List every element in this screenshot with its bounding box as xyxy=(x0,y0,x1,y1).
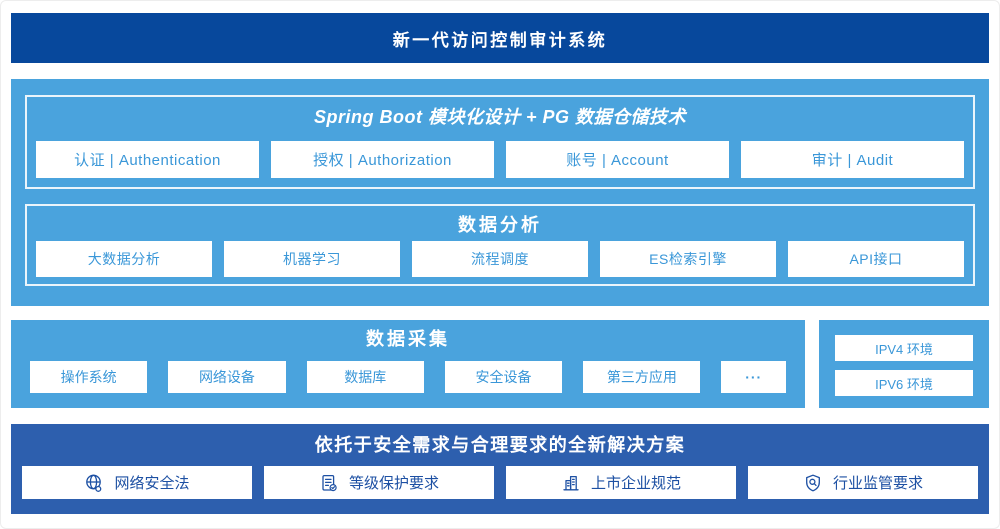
spring-boot-module-row: 认证 | Authentication 授权 | Authorization 账… xyxy=(36,141,964,178)
module-audit: 审计 | Audit xyxy=(741,141,964,178)
solution-item-label: 行业监管要求 xyxy=(832,475,923,492)
data-analysis-layer-title: 数据分析 xyxy=(458,215,542,235)
module-process-scheduling: 流程调度 xyxy=(412,241,588,277)
env-ipv4: IPV4 环境 xyxy=(835,335,973,361)
module-bigdata-analysis: 大数据分析 xyxy=(36,241,212,277)
solution-section: 依托于安全需求与合理要求的全新解决方案 网络安全法 xyxy=(11,424,989,514)
data-collection-panel: 数据采集 操作系统 网络设备 数据库 安全设备 第三方应用 ··· xyxy=(11,320,805,408)
solution-item-industry-regulation: 行业监管要求 xyxy=(748,466,978,499)
document-check-icon xyxy=(319,473,339,493)
source-network-device: 网络设备 xyxy=(168,361,286,393)
source-operating-system: 操作系统 xyxy=(30,361,148,393)
system-title-banner: 新一代访问控制审计系统 xyxy=(11,13,989,63)
solution-item-cybersecurity-law: 网络安全法 xyxy=(22,466,252,499)
module-machine-learning: 机器学习 xyxy=(224,241,400,277)
source-database: 数据库 xyxy=(306,361,424,393)
solution-title: 依托于安全需求与合理要求的全新解决方案 xyxy=(314,435,686,455)
data-collection-row: 数据采集 操作系统 网络设备 数据库 安全设备 第三方应用 ··· IPV4 环… xyxy=(11,320,989,408)
spring-boot-layer-title: Spring Boot 模块化设计 + PG 数据仓储技术 xyxy=(313,107,686,127)
module-es-search-engine: ES检索引擎 xyxy=(600,241,776,277)
module-authentication: 认证 | Authentication xyxy=(36,141,259,178)
module-authorization: 授权 | Authorization xyxy=(271,141,494,178)
shield-search-icon xyxy=(803,473,823,493)
solution-item-listed-company: 上市企业规范 xyxy=(506,466,736,499)
solution-item-label: 网络安全法 xyxy=(114,475,190,492)
data-analysis-layer: 数据分析 大数据分析 机器学习 流程调度 ES检索引擎 API接口 xyxy=(25,204,975,286)
solution-item-classified-protection: 等级保护要求 xyxy=(264,466,494,499)
solution-item-label: 等级保护要求 xyxy=(348,475,439,492)
data-source-row: 操作系统 网络设备 数据库 安全设备 第三方应用 ··· xyxy=(30,361,786,393)
solution-item-label: 上市企业规范 xyxy=(590,475,681,492)
source-more-ellipsis: ··· xyxy=(721,361,786,393)
building-icon xyxy=(561,473,581,493)
data-analysis-module-row: 大数据分析 机器学习 流程调度 ES检索引擎 API接口 xyxy=(36,241,964,277)
solution-row: 网络安全法 等级保护要求 xyxy=(22,466,978,499)
module-account: 账号 | Account xyxy=(506,141,729,178)
network-environment-panel: IPV4 环境 IPV6 环境 xyxy=(819,320,989,408)
data-collection-title: 数据采集 xyxy=(366,329,450,349)
globe-icon xyxy=(84,473,104,493)
module-api-interface: API接口 xyxy=(788,241,964,277)
source-third-party-app: 第三方应用 xyxy=(583,361,701,393)
platform-section: Spring Boot 模块化设计 + PG 数据仓储技术 认证 | Authe… xyxy=(11,79,989,306)
spring-boot-layer: Spring Boot 模块化设计 + PG 数据仓储技术 认证 | Authe… xyxy=(25,95,975,189)
source-security-device: 安全设备 xyxy=(444,361,563,393)
system-title: 新一代访问控制审计系统 xyxy=(392,30,608,50)
env-ipv6: IPV6 环境 xyxy=(835,370,973,396)
